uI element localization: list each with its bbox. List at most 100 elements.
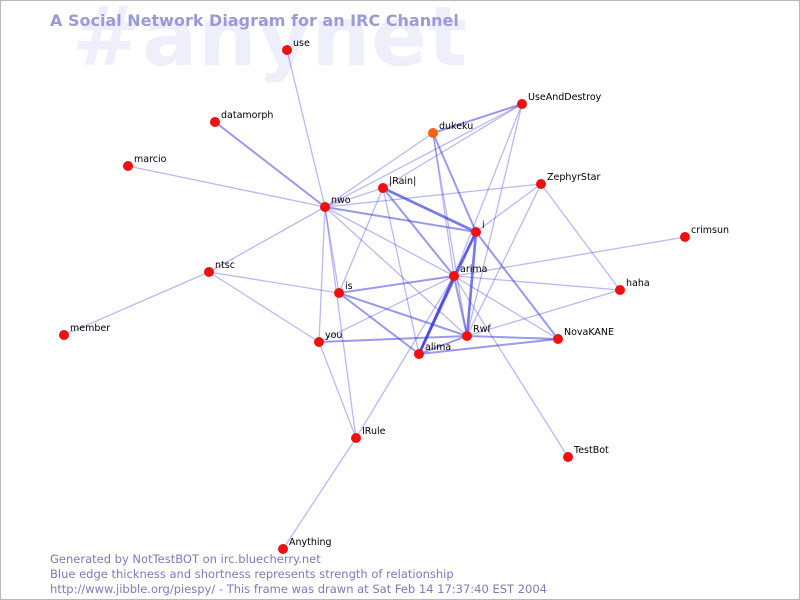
- node-dot-i[interactable]: [471, 227, 481, 237]
- node-dot-is[interactable]: [334, 288, 344, 298]
- node-testbot[interactable]: TestBot: [563, 445, 609, 462]
- node-rwf[interactable]: Rwf: [462, 324, 491, 341]
- edge-dukeku-i: [432, 132, 477, 233]
- node-dot-irule[interactable]: [351, 433, 361, 443]
- node-dot-testbot[interactable]: [563, 452, 573, 462]
- node-arima[interactable]: arima: [449, 264, 487, 281]
- node-label-use: use: [293, 38, 310, 49]
- edge-rwf-novakane: [466, 335, 559, 340]
- node-novakane[interactable]: NovaKANE: [553, 327, 614, 344]
- node-dot-haha[interactable]: [615, 285, 625, 295]
- edge-arima-crimsun: [453, 236, 686, 277]
- footer-source-timestamp: http://www.jibble.org/piespy/ - This fra…: [50, 582, 547, 596]
- footer-generated-by: Generated by NotTestBOT on irc.bluecherr…: [50, 552, 321, 566]
- node-dot-anything[interactable]: [278, 544, 288, 554]
- node-anything[interactable]: Anything: [278, 537, 332, 554]
- edge-ntsc-you: [208, 271, 320, 343]
- node-member[interactable]: member: [59, 323, 110, 340]
- node-irule[interactable]: IRule: [351, 426, 386, 443]
- edge-zephyrstar-rwf: [466, 183, 542, 337]
- node-dot-ntsc[interactable]: [204, 267, 214, 277]
- node-dot-novakane[interactable]: [553, 334, 563, 344]
- node-label-useanddestroy: UseAndDestroy: [528, 92, 602, 103]
- node-dot-marcio[interactable]: [123, 161, 133, 171]
- node-dot-arima[interactable]: [449, 271, 459, 281]
- node-dot-crimsun[interactable]: [680, 232, 690, 242]
- edge-is-rwf: [338, 292, 468, 337]
- node-dot-rwf[interactable]: [462, 331, 472, 341]
- edge-nwo-ntsc: [208, 206, 326, 273]
- node-label-testbot: TestBot: [573, 445, 609, 456]
- edge-nwo-zephyrstar: [324, 183, 542, 208]
- node-label-anything: Anything: [289, 537, 332, 548]
- node-label-haha: haha: [626, 278, 650, 289]
- node-rain[interactable]: |Rain|: [378, 176, 416, 193]
- edge-useanddestroy-rwf: [466, 103, 523, 337]
- node-dot-you[interactable]: [314, 337, 324, 347]
- edge-rwf-you: [318, 335, 468, 343]
- node-use[interactable]: use: [282, 38, 310, 55]
- node-dot-use[interactable]: [282, 45, 292, 55]
- node-dot-member[interactable]: [59, 330, 69, 340]
- edge-marcio-nwo: [127, 165, 326, 208]
- node-dot-datamorph[interactable]: [210, 117, 220, 127]
- edge-i-zephyrstar: [475, 183, 542, 233]
- edge-rain-alima: [382, 187, 420, 355]
- edge-nwo-is: [324, 206, 340, 294]
- footer-legend-note: Blue edge thickness and shortness repres…: [50, 567, 454, 581]
- edge-arima-is: [338, 275, 455, 294]
- node-haha[interactable]: haha: [615, 278, 650, 295]
- node-dot-alima[interactable]: [414, 349, 424, 359]
- edge-datamorph-nwo: [214, 121, 326, 208]
- node-label-is: is: [345, 281, 353, 292]
- edge-you-irule: [318, 341, 357, 439]
- edge-dukeku-arima: [432, 132, 455, 277]
- node-label-datamorph: datamorph: [221, 110, 273, 121]
- node-label-you: you: [325, 330, 342, 341]
- node-label-irule: IRule: [362, 426, 386, 437]
- edge-nwo-rain: [324, 187, 384, 208]
- edge-i-rwf: [465, 230, 478, 338]
- edge-arima-testbot: [453, 275, 569, 458]
- node-dot-dukeku[interactable]: [428, 128, 438, 138]
- node-i[interactable]: i: [471, 220, 485, 237]
- edge-ntsc-is: [208, 271, 340, 294]
- edge-ntsc-member: [63, 271, 210, 336]
- footer: Generated by NotTestBOT on irc.bluecherr…: [50, 552, 547, 597]
- node-dot-zephyrstar[interactable]: [536, 179, 546, 189]
- node-label-member: member: [70, 323, 110, 334]
- node-ntsc[interactable]: ntsc: [204, 260, 235, 277]
- node-dukeku[interactable]: dukeku: [428, 121, 473, 138]
- edge-use-nwo: [286, 49, 326, 208]
- node-crimsun[interactable]: crimsun: [680, 225, 729, 242]
- node-label-nwo: nwo: [331, 195, 351, 206]
- edge-useanddestroy-arima: [453, 103, 523, 277]
- node-zephyrstar[interactable]: ZephyrStar: [536, 172, 601, 189]
- edge-is-alima: [338, 292, 420, 355]
- node-marcio[interactable]: marcio: [123, 154, 167, 171]
- node-label-i: i: [482, 220, 485, 231]
- node-dot-nwo[interactable]: [320, 202, 330, 212]
- node-label-marcio: marcio: [134, 154, 167, 165]
- node-datamorph[interactable]: datamorph: [210, 110, 273, 127]
- edge-nwo-dukeku: [324, 132, 434, 208]
- edge-dukeku-useanddestroy: [432, 103, 523, 134]
- edge-zephyrstar-haha: [540, 183, 621, 291]
- edge-irule-anything: [282, 437, 357, 550]
- edge-nwo-you: [318, 206, 326, 343]
- node-label-rain: |Rain|: [389, 176, 416, 187]
- node-useanddestroy[interactable]: UseAndDestroy: [517, 92, 602, 109]
- node-nwo[interactable]: nwo: [320, 195, 351, 212]
- node-alima[interactable]: alima: [414, 342, 451, 359]
- edge-rwf-alima: [418, 335, 468, 355]
- edge-arima-alima: [417, 274, 456, 356]
- edge-nwo-useanddestroy: [324, 103, 523, 208]
- edge-arima-novakane: [453, 275, 559, 340]
- channel-watermark: #anynet: [72, 0, 469, 85]
- edge-rain-i: [381, 186, 478, 234]
- node-is[interactable]: is: [334, 281, 353, 298]
- node-dot-useanddestroy[interactable]: [517, 99, 527, 109]
- node-you[interactable]: you: [314, 330, 342, 347]
- node-dot-rain[interactable]: [378, 183, 388, 193]
